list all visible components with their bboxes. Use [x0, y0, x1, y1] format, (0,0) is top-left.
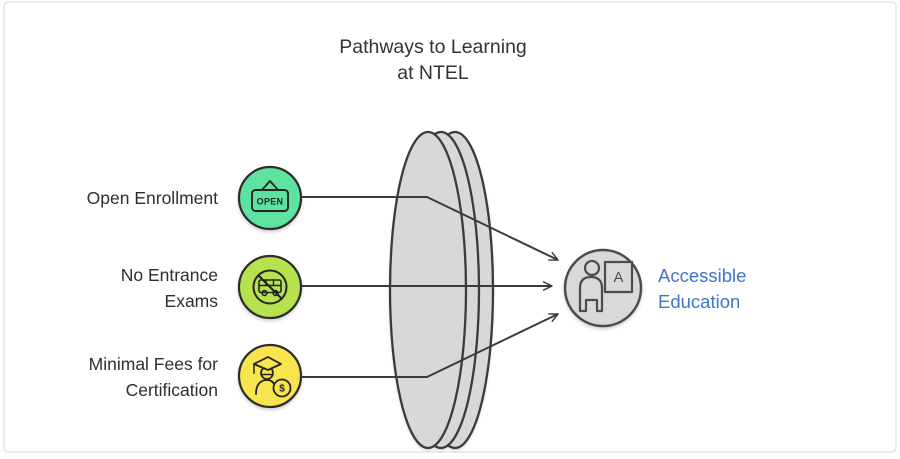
- output-label: Accessible Education: [658, 265, 746, 312]
- node-open-enrollment: OPEN: [237, 165, 303, 231]
- fee-coin: [272, 378, 292, 398]
- diagram-title-line-2: at NTEL: [397, 62, 469, 84]
- connector-rays: [301, 196, 559, 378]
- diagram-title-line-1: Pathways to Learning: [339, 36, 527, 58]
- node-accessible-education: A: [563, 248, 643, 328]
- lens-shape: [388, 130, 495, 450]
- label-accessible-education-line-1: Accessible: [658, 265, 746, 286]
- sign-board: [251, 189, 289, 212]
- bus-body: [258, 279, 282, 294]
- coin-dollar-text: $: [279, 383, 285, 395]
- teaching-board: [603, 260, 634, 294]
- ray-open-enrollment: [301, 196, 559, 261]
- open-sign-icon: OPEN: [251, 180, 289, 212]
- label-no-entrance-exams-line-1: No Entrance: [121, 265, 218, 285]
- node-minimal-fees: $: [237, 343, 303, 409]
- teaching-board-icon: A: [578, 259, 634, 313]
- label-open-enrollment: Open Enrollment: [87, 188, 218, 208]
- bus-wheel-right: [272, 289, 279, 297]
- prohibition-circle: [252, 269, 288, 305]
- label-no-entrance-exams-line-2: Exams: [165, 291, 219, 311]
- person-body: [578, 275, 604, 313]
- graduation-cap: [253, 356, 282, 371]
- label-minimal-fees-line-1: Minimal Fees for: [89, 354, 219, 374]
- input-labels: Open Enrollment No Entrance Exams Minima…: [87, 188, 219, 400]
- graduation-cost-icon: $: [253, 356, 292, 398]
- tassel-end: [253, 372, 255, 374]
- lens-ellipse-front: [388, 130, 468, 450]
- node-no-entrance-exams: [237, 254, 303, 320]
- label-minimal-fees-line-2: Certification: [126, 380, 218, 400]
- no-entrance-exam-icon: [252, 269, 288, 305]
- person-head: [583, 259, 601, 277]
- board-letter: A: [614, 270, 624, 286]
- minimal-fees-circle: [237, 343, 303, 409]
- prohibition-slash: [257, 274, 283, 300]
- label-accessible-education-line-2: Education: [658, 291, 740, 312]
- ray-minimal-fees: [301, 313, 559, 378]
- sign-hanger: [260, 180, 280, 192]
- sign-open-text: OPEN: [257, 197, 284, 207]
- bus-wheel-left: [261, 289, 268, 297]
